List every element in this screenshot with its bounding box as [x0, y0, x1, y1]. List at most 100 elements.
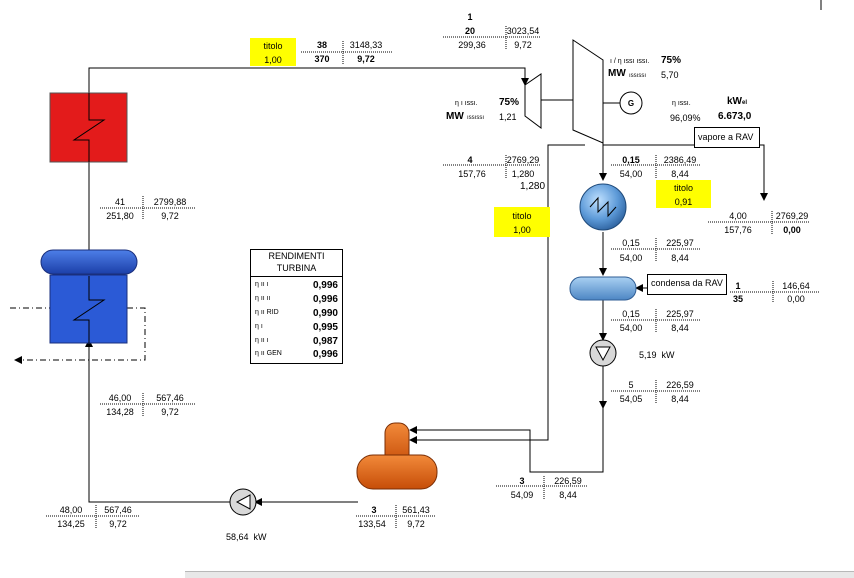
top-temperature: 299,36 [458, 40, 486, 50]
rendimenti-title-line1: RENDIMENTI [268, 251, 325, 261]
node-3-upper-label: 3 [519, 476, 525, 486]
deaerator-out-enthalpy: 561,43 [402, 505, 430, 515]
deaerator-out-temperature: 133,54 [358, 519, 386, 529]
exhaust-pressure: 0,15 [622, 155, 640, 165]
hotwell-out-mass-flow: 8,44 [671, 323, 689, 333]
exhaust-mass-flow: 8,44 [671, 169, 689, 179]
cond-pump-power: 5,19 kW [639, 350, 675, 361]
hotwell-out-enthalpy: 225,97 [666, 309, 694, 319]
node-5-temperature: 54,05 [619, 394, 643, 404]
feed-pump-power-unit: kW [253, 532, 267, 542]
drum-pressure: 41 [114, 197, 125, 207]
titolo-bleed-value: 1,00 [513, 225, 531, 235]
turbine-lp-icon [541, 39, 620, 144]
bleed-temperature: 157,76 [458, 169, 486, 179]
bleed-mass-flow: 1,280 [511, 169, 535, 179]
feed-pump-enthalpy: 567,46 [104, 505, 132, 515]
rendimenti-symbol: η ı [255, 323, 263, 330]
feed-pump-power-value: 58,64 [226, 532, 249, 542]
top-enthalpy: 3023,54 [506, 26, 540, 36]
node-3-upper-temperature: 54,09 [510, 490, 534, 500]
cond-pump-power-unit: kW [661, 350, 675, 360]
condenser-icon [579, 183, 627, 231]
rendimenti-symbol: η ıı ı [255, 281, 269, 288]
rendimenti-value: 0,996 [312, 280, 338, 291]
eco-in-pressure: 46,00 [108, 393, 132, 403]
rav-temperature: 157,76 [724, 225, 752, 235]
eta-lp-label: ı / η ıssı ıssı. [610, 58, 650, 65]
titolo-exhaust-label: titolo [673, 183, 693, 193]
node-1-label: 1 [467, 12, 473, 22]
exhaust-enthalpy: 2386,49 [663, 155, 697, 165]
deaerator-icon [356, 422, 438, 490]
condensa-mass-flow: 0,00 [787, 294, 805, 304]
top-mass-flow: 9,72 [514, 40, 532, 50]
eco-in-enthalpy: 567,46 [156, 393, 184, 403]
titolo-bleed-label: titolo [512, 211, 532, 221]
rav-pressure: 4,00 [729, 211, 747, 221]
pipe-vapore-rav [603, 144, 768, 201]
hotwell-out-temperature: 54,00 [619, 323, 643, 333]
rendimenti-row: η ıı ı 0,987 [255, 336, 338, 350]
eta-gen-value: 96,09% [670, 113, 701, 123]
titolo-bleed-highlight [494, 207, 550, 237]
eta-hp-value: 75% [499, 97, 520, 108]
rendimenti-value: 0,990 [312, 308, 338, 319]
pipe-bleed-to-deaerator [409, 144, 585, 444]
inlet-pressure: 38 [316, 40, 327, 50]
turbine-hp-icon [524, 73, 542, 129]
kwel-label: kWel [727, 96, 747, 109]
pipe-steam-to-turbine [88, 67, 529, 93]
horizontal-scrollbar[interactable] [185, 571, 854, 578]
rendimenti-row: η ı 0,995 [255, 322, 338, 336]
node-5-mass-flow: 8,44 [671, 394, 689, 404]
condenser-out-pressure: 0,15 [622, 238, 640, 248]
drum-mass-flow: 9,72 [161, 211, 179, 221]
bleed-node-label: 4 [467, 155, 473, 165]
boiler-icon [49, 92, 128, 163]
drum-icon [40, 249, 138, 275]
eco-in-temperature: 134,28 [106, 407, 134, 417]
top-pressure: 20 [464, 26, 475, 36]
mw-lp-label: MW [608, 68, 626, 79]
feed-pump-icon [229, 488, 257, 516]
rendimenti-value: 0,987 [312, 336, 338, 347]
inlet-mass-flow: 9,72 [357, 54, 375, 64]
mw-lp-value: 5,70 [661, 70, 679, 80]
condensa-enthalpy: 146,64 [782, 281, 810, 291]
eco-in-mass-flow: 9,72 [161, 407, 179, 417]
drum-enthalpy: 2799,88 [153, 197, 187, 207]
node-3-upper-mass-flow: 8,44 [559, 490, 577, 500]
kwel-sub: el [742, 100, 748, 106]
hotwell-out-pressure: 0,15 [622, 309, 640, 319]
drum-temperature: 251,80 [106, 211, 134, 221]
feed-pump-temperature: 134,25 [57, 519, 85, 529]
condensate-pump-icon [589, 339, 617, 367]
generator-label: G [627, 99, 635, 108]
mw-lp-sub: ıssıssı [629, 73, 647, 79]
rendimenti-symbol: η ıı ı [255, 337, 269, 344]
cond-pump-power-value: 5,19 [639, 350, 657, 360]
vapore-rav-label: vapore a RAV [698, 132, 754, 142]
titolo-inlet-value: 1,00 [264, 55, 282, 65]
titolo-exhaust-value: 0,91 [674, 197, 693, 207]
generator-icon [619, 91, 643, 115]
node-5-enthalpy: 226,59 [666, 380, 694, 390]
rendimenti-value: 0,995 [312, 322, 338, 333]
node-5-label: 5 [628, 380, 634, 390]
pipe-to-deaerator [409, 408, 604, 473]
eta-hp-label: η ı ıssı. [455, 100, 478, 107]
hotwell-icon [569, 276, 637, 301]
rendimenti-divider [251, 276, 342, 277]
evaporator-icon [49, 274, 128, 344]
rendimenti-symbol: η ıı ıı [255, 295, 271, 302]
titolo-inlet-label: titolo [263, 41, 283, 51]
rendimenti-row: η ıı ı 0,996 [255, 280, 338, 294]
feed-pump-power: 58,64 kW [226, 532, 267, 543]
bleed-enthalpy: 2769,29 [506, 155, 540, 165]
mw-hp-sub: ıssıssı [467, 115, 485, 121]
rav-mass-flow: 0,00 [783, 225, 801, 235]
